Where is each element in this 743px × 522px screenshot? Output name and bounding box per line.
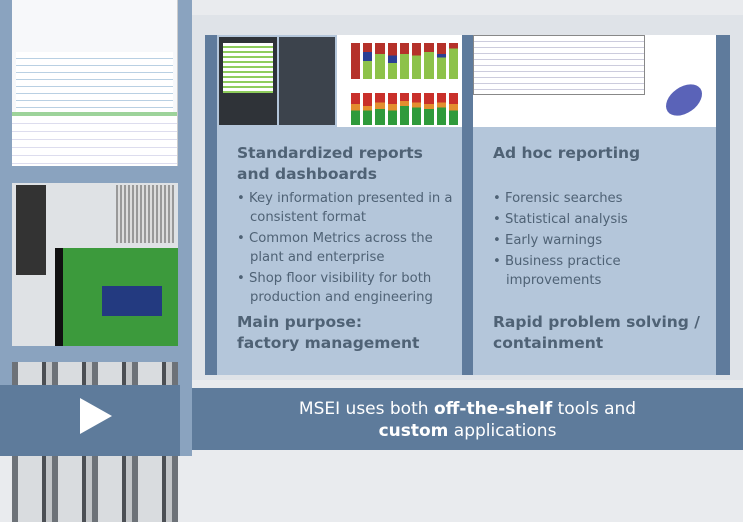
main-purpose: Rapid problem solving /containment	[493, 313, 700, 352]
control-panel-screenshot-thumbnail	[12, 183, 178, 346]
analysis-screenshots	[473, 35, 716, 127]
summary-banner: MSEI uses both off-the-shelf tools and c…	[192, 388, 743, 450]
software-screenshot-thumbnail	[12, 0, 178, 166]
bullet-item: Early warnings	[493, 231, 716, 250]
bullet-list: Key information presented in a consisten…	[237, 189, 462, 309]
bullet-item: Forensic searches	[493, 189, 716, 208]
bullet-item: Common Metrics across the plant and ente…	[237, 229, 462, 267]
bullet-list: Forensic searches Statistical analysis E…	[493, 189, 716, 292]
bullet-item: Business practice improvements	[493, 252, 716, 290]
play-icon[interactable]	[80, 398, 112, 434]
bullet-item: Statistical analysis	[493, 210, 716, 229]
ad-hoc-reporting-card: Ad hoc reporting Forensic searches Stati…	[473, 35, 716, 375]
bullet-item: Shop floor visibility for both productio…	[237, 269, 462, 307]
dashboard-screenshots	[217, 35, 462, 127]
main-purpose: Main purpose:factory management	[237, 313, 420, 352]
bullet-item: Key information presented in a consisten…	[237, 189, 462, 227]
card-heading: Ad hoc reporting	[493, 144, 641, 162]
loading-trend-chart-image	[337, 35, 462, 127]
